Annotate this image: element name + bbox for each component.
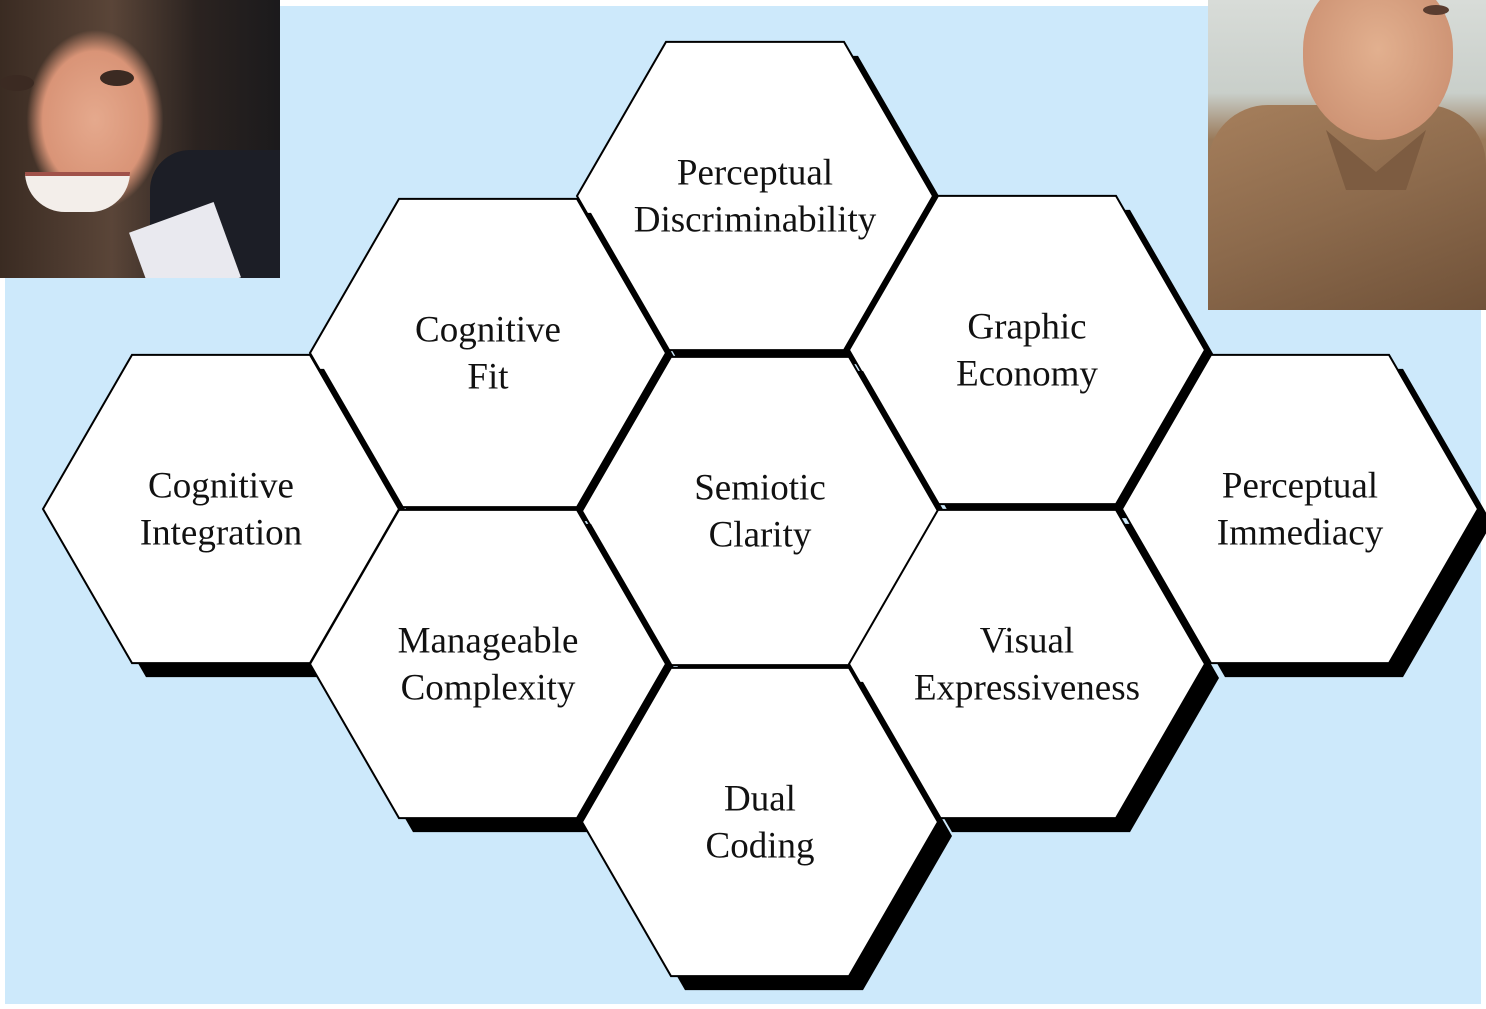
hexagon-label-line: Manageable xyxy=(398,621,579,662)
hexagon-label-line: Graphic xyxy=(967,307,1086,348)
hexagon-label-line: Perceptual xyxy=(1222,466,1378,507)
hexagon-label-line: Dual xyxy=(724,779,796,820)
hexagon-label-line: Discriminability xyxy=(634,200,877,241)
hexagon-label-line: Cognitive xyxy=(148,466,294,507)
portrait-photo-left xyxy=(0,0,280,278)
hexagon-label-line: Semiotic xyxy=(694,468,826,509)
hexagon-label-line: Economy xyxy=(956,354,1098,395)
hexagon-label-line: Fit xyxy=(467,357,509,398)
hexagon-label-line: Complexity xyxy=(401,668,576,709)
hexagon-face xyxy=(308,508,668,820)
hexagon-label-line: Integration xyxy=(140,513,302,554)
hexagon-label-line: Coding xyxy=(706,826,815,867)
hexagon-label-line: Perceptual xyxy=(677,153,833,194)
hexagon-label-line: Immediacy xyxy=(1217,513,1384,554)
hexagon-face xyxy=(1120,353,1480,665)
hexagon-label-line: Cognitive xyxy=(415,310,561,351)
portrait-photo-right xyxy=(1208,0,1486,310)
hexagon-label-line: Clarity xyxy=(709,515,812,556)
hexagon-face xyxy=(580,666,940,978)
hexagon-label-line: Expressiveness xyxy=(914,668,1140,709)
hexagon-label-line: Visual xyxy=(980,621,1074,662)
